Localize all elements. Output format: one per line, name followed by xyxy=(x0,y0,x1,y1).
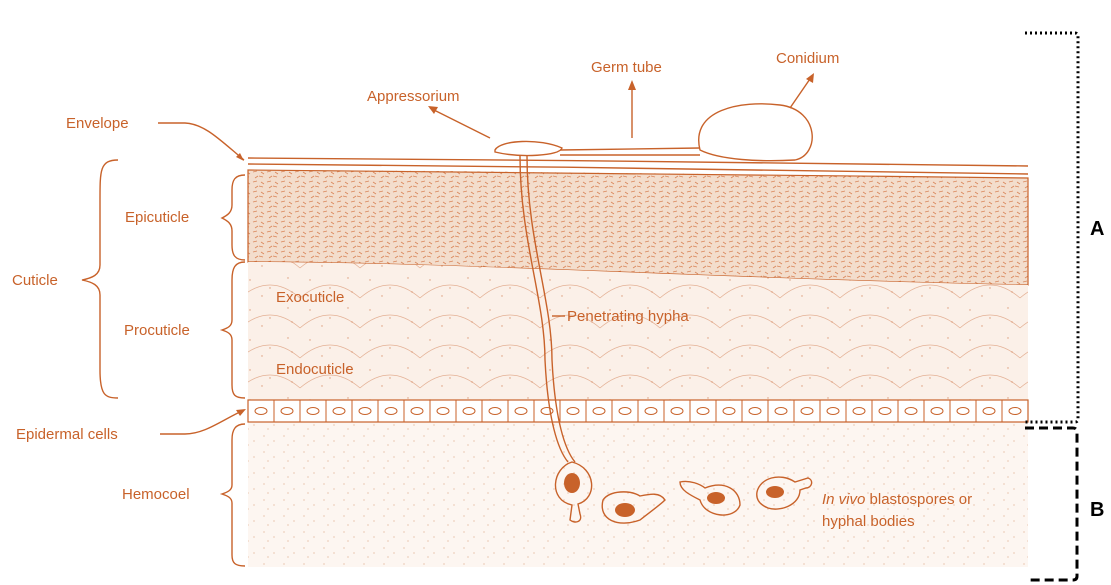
label-cuticle: Cuticle xyxy=(12,272,58,289)
region-b-bracket xyxy=(1025,428,1077,580)
appressorium-arrow xyxy=(428,106,490,138)
label-epidermal-cells: Epidermal cells xyxy=(16,426,118,443)
label-blastospores-line2: hyphal bodies xyxy=(822,513,915,530)
label-blastospores-rest: blastospores or xyxy=(865,491,972,508)
label-penetrating-hypha: Penetrating hypha xyxy=(567,308,689,325)
epicuticle-brace xyxy=(222,175,245,260)
conidium xyxy=(699,104,812,161)
appressorium xyxy=(495,141,562,155)
label-appressorium: Appressorium xyxy=(367,88,460,105)
germ-tube-arrow xyxy=(628,80,636,138)
region-a-label: A xyxy=(1090,218,1104,240)
label-epicuticle: Epicuticle xyxy=(125,209,189,226)
procuticle-layer xyxy=(248,262,1028,400)
conidium-arrow xyxy=(790,73,814,108)
label-blastospores: In vivo blastospores or xyxy=(822,491,972,508)
envelope-arrow xyxy=(158,123,244,161)
hemocoel-brace xyxy=(222,424,245,566)
label-conidium: Conidium xyxy=(776,50,839,67)
label-endocuticle: Endocuticle xyxy=(276,361,354,378)
label-hemocoel: Hemocoel xyxy=(122,486,190,503)
germ-tube xyxy=(560,148,700,155)
label-procuticle: Procuticle xyxy=(124,322,190,339)
label-envelope: Envelope xyxy=(66,115,129,132)
label-blastospores-italic: In vivo xyxy=(822,491,865,508)
label-germ-tube: Germ tube xyxy=(591,59,662,76)
region-a-bracket xyxy=(1025,33,1078,422)
region-b-label: B xyxy=(1090,499,1104,521)
cuticle-brace xyxy=(82,160,118,398)
label-exocuticle: Exocuticle xyxy=(276,289,344,306)
procuticle-brace xyxy=(222,262,245,398)
